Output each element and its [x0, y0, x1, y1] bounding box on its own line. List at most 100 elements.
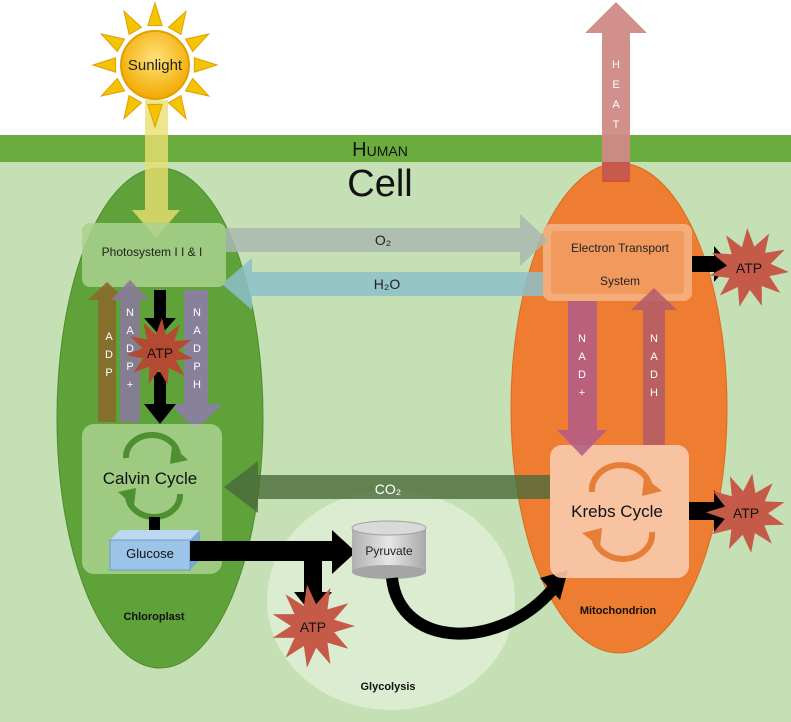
nad-plus-letter: N	[578, 333, 586, 345]
atp-star-chloroplast	[126, 318, 194, 386]
calvin-cycle-label: Calvin Cycle	[103, 469, 197, 488]
sun-ray	[184, 77, 211, 97]
mitochondrion-label: Mitochondrion	[580, 605, 657, 617]
nadp-plus-letter: D	[126, 343, 134, 355]
nad-plus-letter: +	[579, 387, 585, 399]
nadp-plus-letters: N A D P +	[126, 307, 134, 391]
adp-letters: A D P	[105, 331, 113, 379]
atp-label-chloroplast: ATP	[147, 345, 173, 361]
nad-plus-letters: N A D +	[578, 333, 586, 399]
sun-ray	[99, 77, 126, 97]
glucose-box-top	[110, 530, 200, 540]
pyruvate-label: Pyruvate	[365, 544, 413, 558]
ets-label-line1: Electron Transport	[571, 241, 670, 255]
glycolysis-label: Glycolysis	[360, 681, 415, 693]
adp-letter: P	[105, 367, 112, 379]
nadh-letters: N A D H	[650, 333, 658, 399]
co2-arrow	[224, 461, 550, 513]
sun-ray	[123, 9, 143, 36]
heat-letter: A	[612, 99, 620, 111]
sun-icon	[120, 30, 190, 100]
ets-label-line2: System	[600, 274, 640, 288]
pyruvate-cylinder-top	[351, 520, 427, 536]
nadph-letter: A	[193, 325, 201, 337]
nadph-letter: H	[193, 379, 201, 391]
heat-letter: E	[612, 79, 619, 91]
sun-ray	[147, 103, 163, 129]
atp-star-ets	[709, 228, 789, 307]
calvin-cycle-arrowhead-top	[170, 446, 188, 464]
krebs-cycle-label: Krebs Cycle	[571, 502, 663, 521]
krebs-cycle-arrow-bottom	[591, 531, 656, 562]
membrane-title-small: Human	[352, 139, 408, 161]
nadh-letter: H	[650, 387, 658, 399]
sun-ray	[99, 33, 126, 53]
h2o-arrow	[222, 258, 543, 310]
nadh-letter: D	[650, 369, 658, 381]
nadph-arrow	[170, 290, 222, 430]
krebs-cycle-arrow-top	[588, 462, 653, 493]
atp-label-glycolysis: ATP	[300, 619, 326, 635]
sun-ray	[91, 57, 117, 73]
heat-arrow-base	[602, 162, 630, 182]
krebs-cycle-box	[550, 445, 689, 578]
photosystem-box	[82, 223, 226, 287]
co2-label: CO₂	[375, 481, 401, 497]
adp-letter: A	[105, 331, 113, 343]
sun-ray	[123, 94, 143, 121]
sun-rays	[91, 1, 219, 129]
electron-transport-inner	[551, 231, 684, 294]
calvin-cycle-arrowhead-bottom	[118, 488, 136, 506]
pyruvate-cylinder-bottom	[352, 565, 426, 579]
nadph-letter: P	[193, 361, 200, 373]
sun-ray	[184, 33, 211, 53]
adp-arrow	[88, 282, 126, 422]
atp-label-krebs: ATP	[733, 505, 759, 521]
nadh-letter: A	[650, 351, 658, 363]
heat-arrow	[585, 2, 647, 180]
nadh-letter: N	[650, 333, 658, 345]
atp-star-glycolysis	[272, 584, 355, 668]
o2-label: O₂	[375, 232, 391, 248]
sunlight-beam	[132, 100, 180, 238]
heat-letter: H	[612, 59, 620, 71]
nad-plus-letter: A	[578, 351, 586, 363]
nadph-letter: D	[193, 343, 201, 355]
adp-letter: D	[105, 349, 113, 361]
o2-arrow	[226, 214, 548, 266]
nadp-plus-letter: A	[126, 325, 134, 337]
black-arrow-to-atp	[144, 290, 176, 336]
nad-plus-letter: D	[578, 369, 586, 381]
heat-letter: T	[613, 119, 620, 131]
sun-ray	[193, 57, 219, 73]
chloroplast-label: Chloroplast	[123, 611, 184, 623]
nadph-letters: N A D P H	[193, 307, 201, 391]
calvin-cycle-arrow-top	[122, 432, 181, 459]
cell-membrane	[0, 135, 791, 162]
glucose-to-pyruvate-arrow	[190, 530, 356, 574]
nadp-plus-letter: P	[126, 361, 133, 373]
nadh-arrow	[631, 288, 677, 445]
glucose-label: Glucose	[126, 546, 174, 561]
nadp-plus-letter: +	[127, 379, 133, 391]
black-arrow-from-atp	[144, 372, 176, 424]
h2o-label: H₂O	[374, 276, 401, 292]
nad-plus-arrow	[557, 301, 607, 456]
cell-title: Cell	[347, 163, 412, 205]
krebs-cycle-arrowhead-top	[642, 477, 662, 496]
atp-label-ets: ATP	[736, 260, 762, 276]
atp-star-krebs	[706, 473, 785, 553]
nadp-plus-arrow	[111, 280, 149, 422]
heat-letters: H E A T	[612, 59, 620, 131]
photosystem-label: Photosystem I I & I	[102, 245, 203, 259]
krebs-cycle-arrowhead-bottom	[582, 528, 602, 547]
sun-ray	[167, 9, 187, 36]
sun-ray	[147, 1, 163, 27]
sunlight-label: Sunlight	[128, 57, 183, 74]
nadph-letter: N	[193, 307, 201, 319]
nadp-plus-letter: N	[126, 307, 134, 319]
pyruvate-to-krebs-arrow	[386, 577, 557, 640]
sun-ray	[167, 94, 187, 121]
